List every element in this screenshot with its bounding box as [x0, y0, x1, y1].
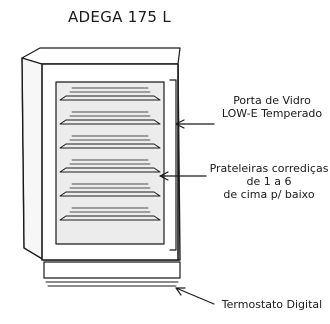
callout-shelves-line2: de 1 a 6: [246, 175, 292, 188]
shelf-5: [59, 191, 161, 197]
callout-door-line2: LOW-E Temperado: [221, 107, 323, 120]
cabinet-side: [21, 57, 25, 249]
bottle-row-4: [69, 159, 151, 165]
bottle-row-5: [69, 183, 151, 189]
bottle-row-1: [69, 87, 151, 93]
callout-shelves-line3: de cima p/ baixo: [223, 188, 315, 201]
door-handle: [169, 79, 177, 251]
callout-shelves: Prateleiras corrediças de 1 a 6 de cima …: [206, 162, 330, 201]
bottle-row-6: [69, 207, 151, 213]
bottles: [69, 87, 151, 213]
glass-panel: [55, 81, 165, 245]
bottle-row-3: [69, 135, 151, 141]
callout-thermostat-line1: Termostato Digital: [221, 298, 323, 311]
arrow-door: [175, 119, 215, 129]
shelf-6: [59, 215, 161, 221]
callout-shelves-line1: Prateleiras corrediças: [209, 162, 329, 175]
callout-thermostat: Termostato Digital: [214, 298, 330, 311]
thermostat-panel: [43, 261, 181, 279]
base-lines: [45, 281, 179, 287]
callout-door: Porta de Vidro LOW-E Temperado: [214, 94, 330, 120]
callout-door-line1: Porta de Vidro: [233, 94, 311, 107]
page-title: ADEGA 175 L: [68, 8, 171, 26]
shelf-3: [59, 143, 161, 149]
bottle-row-2: [69, 111, 151, 117]
shelves: [59, 95, 161, 221]
arrow-shelves: [159, 171, 207, 181]
cabinet-top: [21, 47, 181, 65]
arrow-thermo: [175, 287, 215, 305]
shelf-1: [59, 95, 161, 101]
shelf-4: [59, 167, 161, 173]
shelf-2: [59, 119, 161, 125]
